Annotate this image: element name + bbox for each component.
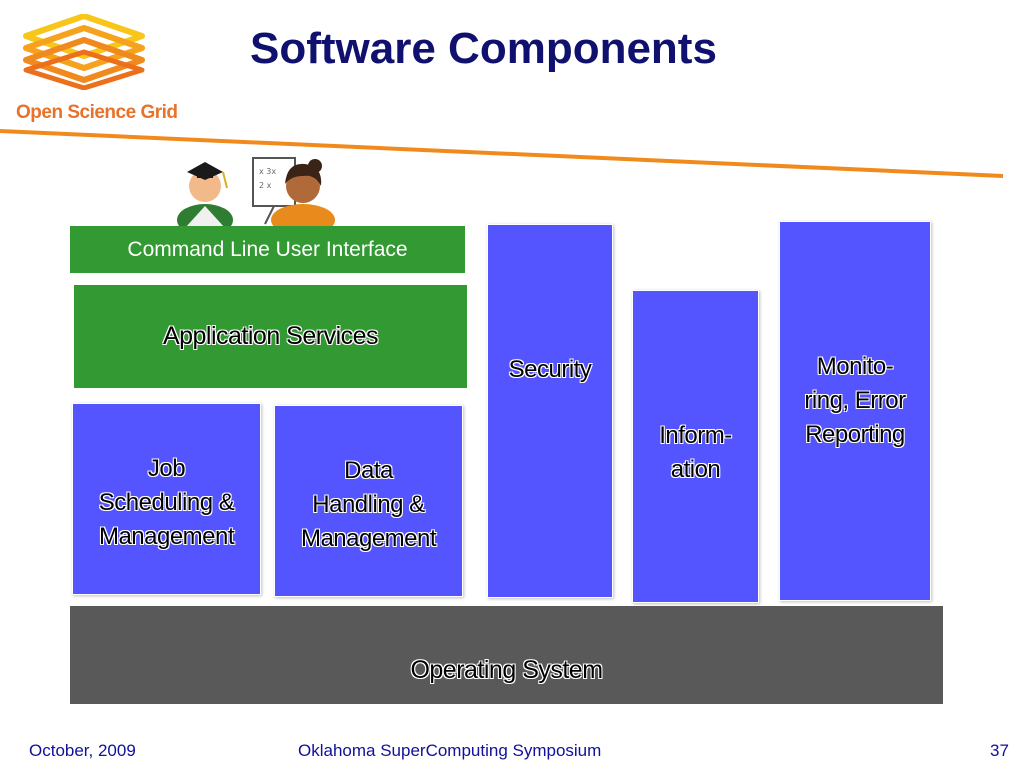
osg-logo-icon (23, 14, 145, 90)
information-box: Inform- ation (632, 290, 759, 603)
monitoring-box: Monito- ring, Error Reporting (779, 221, 931, 601)
slide-title: Software Components (250, 24, 717, 73)
users-teacher-graduate-icon: x 3x 2 x (177, 157, 335, 230)
logo-text: Open Science Grid (16, 102, 178, 123)
security-box: Security (487, 224, 613, 598)
footer-event: Oklahoma SuperComputing Symposium (298, 741, 602, 760)
operating-system-box: Operating System (70, 606, 943, 704)
data-handling-box: Data Handling & Management (274, 405, 463, 597)
footer-page-number: 37 (990, 741, 1009, 760)
application-services-box: Application Services (74, 285, 467, 388)
command-line-interface-box: Command Line User Interface (70, 226, 465, 273)
svg-text:x 3x: x 3x (259, 167, 276, 176)
footer-date: October, 2009 (29, 741, 136, 760)
job-scheduling-box: Job Scheduling & Management (72, 403, 261, 595)
svg-text:2 x: 2 x (259, 181, 272, 190)
